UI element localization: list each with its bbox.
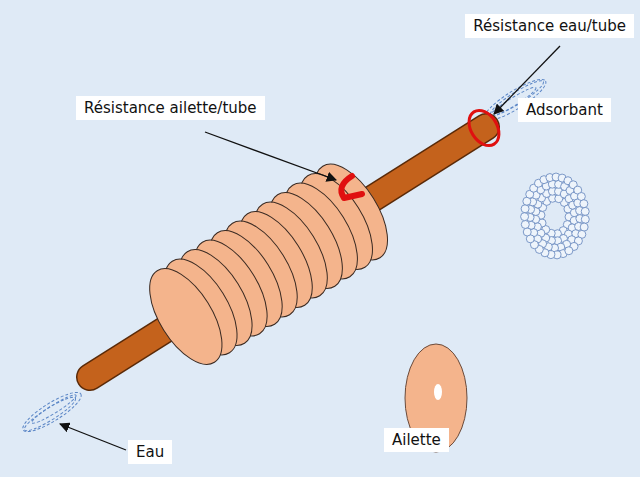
adsorbent-grain (521, 220, 529, 228)
adsorbent-grain (521, 213, 529, 221)
tube (90, 127, 486, 377)
leader-line (60, 424, 126, 450)
adsorbent-grain (580, 223, 588, 231)
adsorbent-grain (581, 215, 589, 223)
fin-stack (135, 152, 402, 376)
adsorbent-ring (521, 173, 590, 259)
resistance-label: Résistance ailette/tube (76, 96, 265, 120)
adsorbent-grain (580, 200, 588, 208)
adsorbent-grain (521, 205, 529, 213)
leader-line (205, 132, 336, 180)
water-tube-resistance-mark (463, 105, 505, 151)
part-label: Eau (128, 440, 172, 464)
fin-tube-resistance-mark (341, 176, 362, 198)
resistance-label: Résistance eau/tube (465, 14, 634, 38)
adsorbent-grain (565, 247, 573, 255)
adsorbent-grain (523, 228, 531, 236)
adsorbent-grain (581, 207, 589, 215)
part-label: Adsorbant (518, 98, 611, 122)
part-label: Ailette (384, 428, 449, 452)
fin (135, 257, 236, 376)
tube (90, 127, 486, 377)
